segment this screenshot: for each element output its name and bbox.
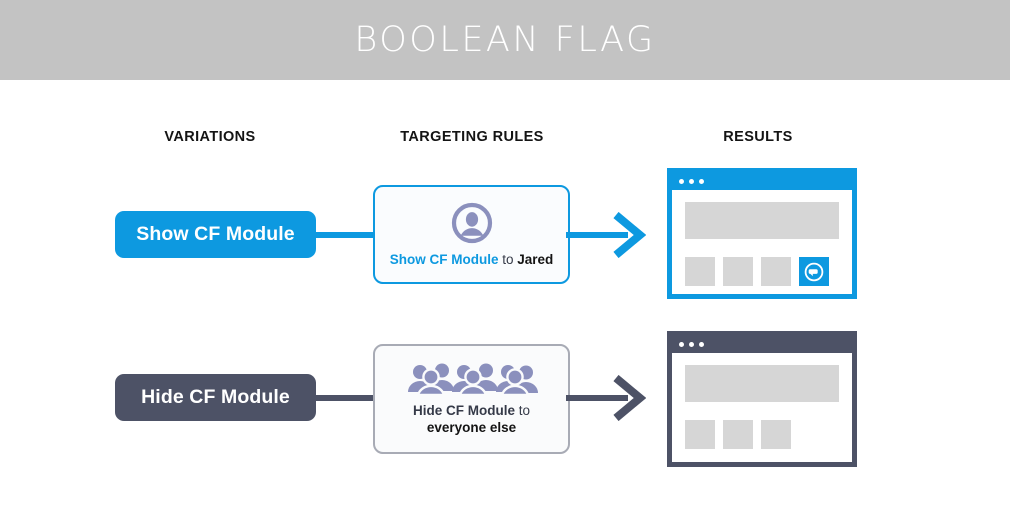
window-body (672, 190, 852, 286)
result-window-show[interactable] (667, 168, 857, 299)
rule-flag-name: Show CF Module (389, 251, 499, 267)
connector-line-variation-to-rule (300, 232, 378, 238)
window-dot-icon (689, 179, 694, 184)
flow-row-show: Show CF Module Show CF Module to Jared (0, 160, 1010, 305)
column-heading-results: RESULTS (723, 129, 793, 145)
variation-pill-label: Hide CF Module (141, 386, 290, 408)
rule-target-name: everyone else (426, 419, 517, 435)
content-placeholder-tile (685, 257, 715, 286)
page-title: BOOLEAN FLAG (354, 20, 656, 60)
variation-pill-show[interactable]: Show CF Module (115, 211, 316, 258)
header-banner: BOOLEAN FLAG (0, 0, 1010, 80)
connector-line-variation-to-rule (300, 395, 378, 401)
content-placeholder-tile (723, 257, 753, 286)
result-window-hide[interactable] (667, 331, 857, 467)
rule-flag-name: Hide CF Module (412, 402, 515, 418)
variation-pill-label: Show CF Module (136, 223, 295, 245)
tile-row (685, 420, 839, 449)
window-dot-icon (689, 342, 694, 347)
targeting-rule-card-show[interactable]: Show CF Module to Jared (373, 185, 570, 284)
connector-line-rule-to-result (566, 395, 628, 401)
window-dot-icon (699, 342, 704, 347)
rule-connector-word: to (498, 251, 518, 267)
connector-line-rule-to-result (566, 232, 628, 238)
content-placeholder-tile (723, 420, 753, 449)
column-heading-targeting-rules: TARGETING RULES (400, 129, 544, 145)
arrow-right-icon (612, 375, 646, 421)
arrow-right-icon (612, 212, 646, 258)
flow-row-hide: Hide CF Module (0, 323, 1010, 468)
content-placeholder-block (685, 202, 839, 239)
variation-pill-hide[interactable]: Hide CF Module (115, 374, 316, 421)
column-heading-variations: VARIATIONS (164, 129, 256, 145)
window-dot-icon (679, 179, 684, 184)
content-placeholder-tile (685, 420, 715, 449)
window-titlebar (672, 336, 852, 353)
rule-connector-word: to (514, 402, 530, 418)
content-placeholder-block (685, 365, 839, 402)
window-body (672, 353, 852, 449)
targeting-rule-text-hide: Hide CF Module to everyone else (413, 402, 530, 436)
single-person-icon (451, 202, 493, 244)
rule-target-name: Jared (517, 251, 554, 267)
content-placeholder-tile (761, 420, 791, 449)
content-placeholder-tile (761, 257, 791, 286)
cf-module-widget-tile[interactable] (799, 257, 829, 286)
tile-row (685, 257, 839, 286)
targeting-rule-card-hide[interactable]: Hide CF Module to everyone else (373, 344, 570, 454)
chat-bubble-icon (804, 262, 824, 281)
window-dot-icon (679, 342, 684, 347)
targeting-rule-text-show: Show CF Module to Jared (390, 251, 554, 268)
group-of-people-icon (404, 363, 540, 396)
window-titlebar (672, 173, 852, 190)
window-dot-icon (699, 179, 704, 184)
